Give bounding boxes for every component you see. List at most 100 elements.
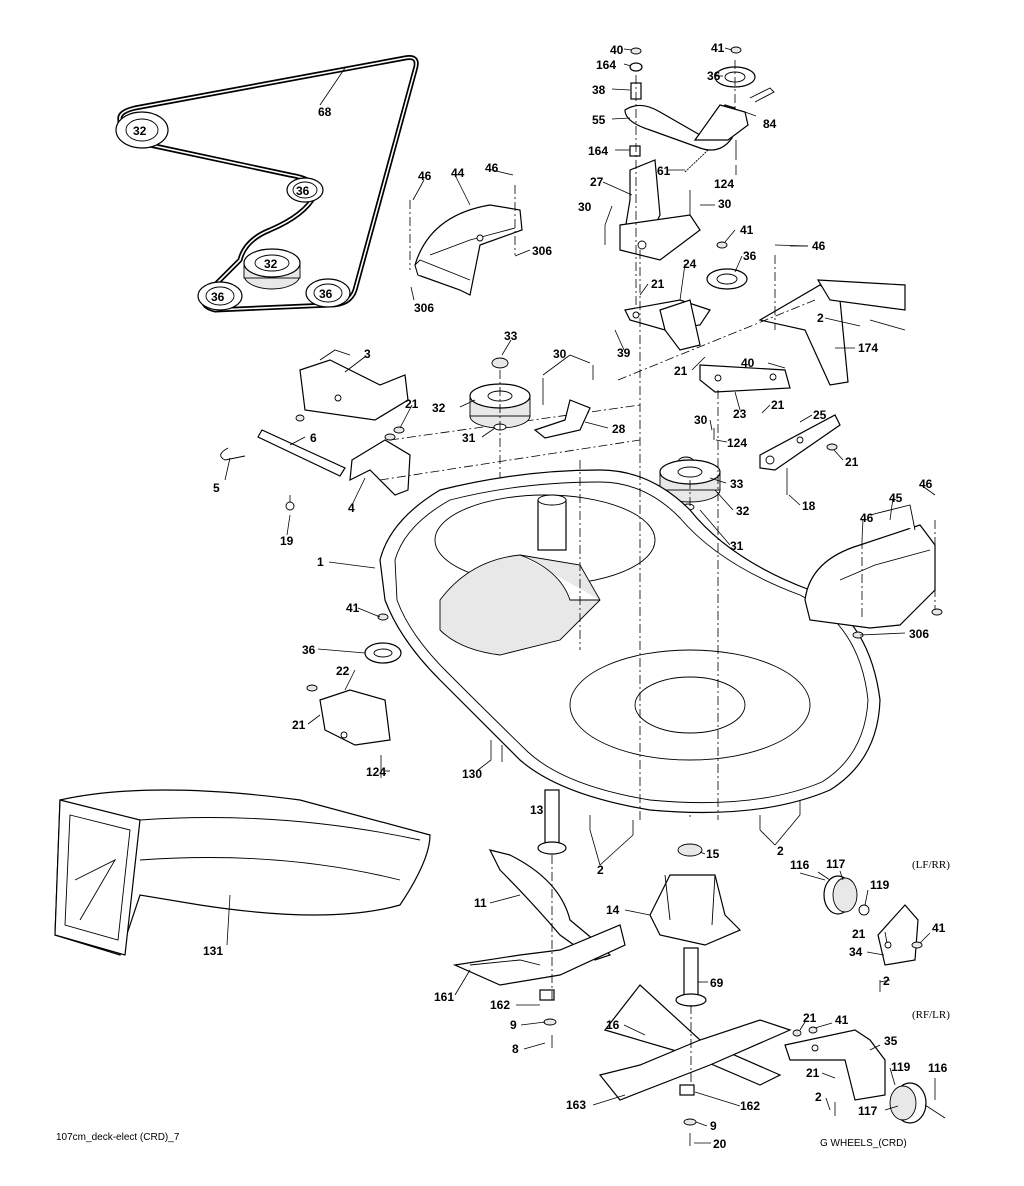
callout-number: 32 <box>432 401 446 415</box>
pulley-label: 36 <box>211 290 225 304</box>
callout-number: 31 <box>730 539 744 553</box>
callout-number: 21 <box>806 1066 820 1080</box>
callout-number: 9 <box>710 1119 717 1133</box>
callout-number: 2 <box>597 863 604 877</box>
callout-number: 117 <box>858 1104 878 1118</box>
callout-number: 164 <box>588 144 608 158</box>
callout-number: 21 <box>803 1011 817 1025</box>
callout-number: 24 <box>683 257 697 271</box>
callout-number: 33 <box>504 329 518 343</box>
callout-number: 306 <box>532 244 552 258</box>
callout-number: 130 <box>462 767 482 781</box>
callout-number: 124 <box>727 436 747 450</box>
callout-number: 55 <box>592 113 606 127</box>
callout-number: 3 <box>364 347 371 361</box>
variant-label-lf-rr: (LF/RR) <box>912 859 950 871</box>
callout-number: 162 <box>490 998 510 1012</box>
callout-number: 19 <box>280 534 294 548</box>
callout-number: 131 <box>203 944 223 958</box>
callout-number: 68 <box>318 105 332 119</box>
callout-number: 45 <box>889 491 903 505</box>
callout-number: 9 <box>510 1018 517 1032</box>
callout-number: 14 <box>606 903 620 917</box>
pulley-label: 36 <box>319 287 333 301</box>
callout-number: 119 <box>891 1060 911 1074</box>
callout-number: 41 <box>711 41 725 55</box>
callout-number: 124 <box>366 765 386 779</box>
belt-cover-44 <box>409 185 523 296</box>
callout-number: 8 <box>512 1042 519 1056</box>
callout-number: 41 <box>740 223 754 237</box>
callout-number: 31 <box>462 431 476 445</box>
callout-number: 119 <box>870 878 890 892</box>
callout-number: 21 <box>845 455 859 469</box>
callout-number: 21 <box>405 397 419 411</box>
gauge-wheels-caption: G WHEELS_(CRD) <box>820 1138 907 1149</box>
callout-number: 36 <box>707 69 721 83</box>
callout-number: 46 <box>418 169 432 183</box>
callout-number: 41 <box>346 601 360 615</box>
callout-number: 30 <box>553 347 567 361</box>
callout-number: 46 <box>812 239 826 253</box>
callout-number: 36 <box>302 643 316 657</box>
pulley-36-left <box>197 281 243 311</box>
callout-number: 22 <box>336 664 350 678</box>
left-spindle-blade <box>452 789 801 1048</box>
callout-number: 44 <box>451 166 465 180</box>
callout-number: 2 <box>815 1090 822 1104</box>
callout-number: 46 <box>485 161 499 175</box>
callout-number: 84 <box>763 117 777 131</box>
callout-number: 41 <box>835 1013 849 1027</box>
callout-number: 2 <box>817 311 824 325</box>
pulley-36-right <box>286 177 324 203</box>
callout-number: 16 <box>606 1018 620 1032</box>
variant-label-rf-lr: (RF/LR) <box>912 1009 950 1021</box>
callout-number: 35 <box>884 1034 898 1048</box>
callout-number: 13 <box>530 803 544 817</box>
callout-number: 40 <box>610 43 624 57</box>
callout-number: 306 <box>414 301 434 315</box>
callout-number: 21 <box>771 398 785 412</box>
spindle-pulley-left <box>469 357 594 620</box>
callout-number: 34 <box>849 945 863 959</box>
gauge-wheel-rf-lr <box>784 1026 946 1124</box>
callout-number: 124 <box>714 177 734 191</box>
callout-number: 41 <box>932 921 946 935</box>
idler-arm-25 <box>759 414 841 495</box>
callout-number: 30 <box>694 413 708 427</box>
callout-number: 39 <box>617 346 631 360</box>
pulley-32-center <box>243 248 301 290</box>
belt-cover-45 <box>804 504 943 639</box>
callout-number: 116 <box>790 858 810 872</box>
callout-number: 1 <box>317 555 324 569</box>
callout-number: 40 <box>741 356 755 370</box>
callout-number: 164 <box>596 58 616 72</box>
discharge-chute-131 <box>54 789 431 956</box>
callout-number: 21 <box>674 364 688 378</box>
callout-number: 27 <box>590 175 604 189</box>
pulley-32-top <box>115 111 169 149</box>
callout-number: 69 <box>710 976 724 990</box>
idler-brackets <box>617 255 906 393</box>
callout-number: 2 <box>777 844 784 858</box>
gauge-wheel-lf-rr <box>799 872 923 992</box>
belt-routing-diagram: 32 36 32 36 36 <box>115 55 419 313</box>
callout-number: 30 <box>578 200 592 214</box>
callout-number: 174 <box>858 341 878 355</box>
callout-number: 28 <box>612 422 626 436</box>
callout-number: 21 <box>852 927 866 941</box>
callout-number: 21 <box>292 718 306 732</box>
callout-number: 23 <box>733 407 747 421</box>
idler-arm-assembly <box>604 46 775 320</box>
callout-number: 18 <box>802 499 816 513</box>
callout-number: 25 <box>813 408 827 422</box>
callout-number: 61 <box>657 164 671 178</box>
callout-number: 2 <box>883 974 890 988</box>
callout-number: 163 <box>566 1098 586 1112</box>
callout-number: 15 <box>706 847 720 861</box>
callout-number: 161 <box>434 990 454 1004</box>
callout-number: 117 <box>826 857 846 871</box>
pulley-label: 36 <box>296 184 310 198</box>
